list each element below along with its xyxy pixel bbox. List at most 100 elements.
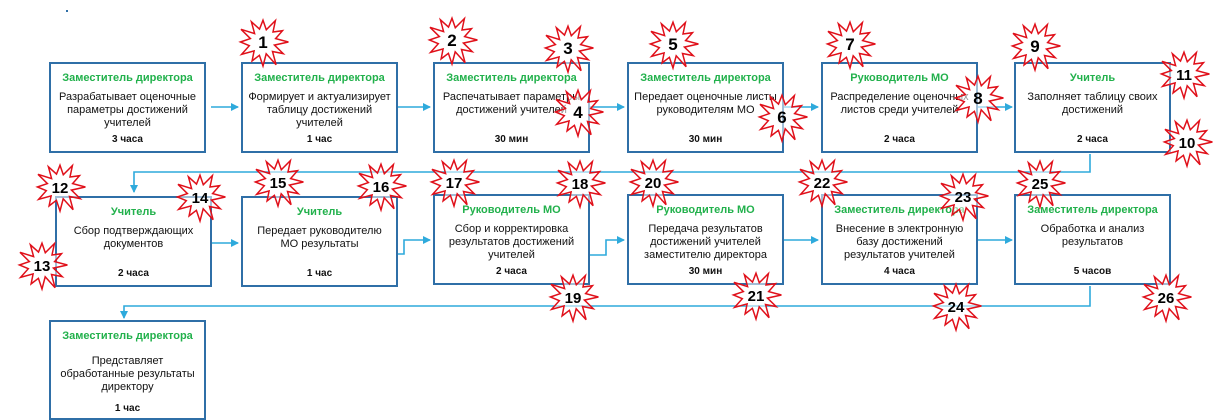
step-role: Заместитель директора [834, 204, 965, 216]
step-marker-number: 5 [668, 35, 677, 54]
step-box: Заместитель директора Формирует и актуал… [241, 62, 398, 153]
step-marker-number: 15 [270, 175, 287, 192]
burst-shape [1015, 159, 1066, 210]
arrow-8-9 [398, 236, 431, 255]
step-time: 2 часа [118, 268, 149, 279]
step-time: 30 мин [494, 134, 529, 145]
burst-shape [253, 158, 304, 209]
burst-shape [797, 158, 848, 209]
step-text: Заполняет таблицу своих достижений [1027, 91, 1158, 116]
step-marker-number: 4 [573, 103, 583, 122]
step-text: Сбор и корректировка результатов достиже… [448, 223, 575, 261]
step-marker-burst: 9 [1010, 22, 1061, 73]
step-marker-burst: 19 [548, 273, 599, 324]
step-role: Учитель [296, 206, 343, 218]
step-marker-number: 8 [973, 89, 982, 108]
step-marker-number: 19 [565, 290, 582, 307]
burst-shape [555, 159, 606, 210]
step-text: Сбор подтверждающих документов [73, 225, 194, 250]
step-time: 2 часа [1077, 134, 1108, 145]
step-text: Передача результатов достижений учителей… [644, 223, 767, 261]
arrow-9-10 [590, 236, 625, 256]
step-marker-number: 7 [845, 35, 854, 54]
burst-shape [938, 172, 989, 223]
step-marker-burst: 6 [757, 93, 808, 144]
step-marker-burst: 7 [825, 20, 876, 71]
burst-shape [1159, 50, 1210, 101]
step-role: Заместитель директора [1027, 204, 1158, 216]
step-marker-burst: 14 [175, 173, 226, 224]
step-marker-number: 13 [34, 258, 51, 275]
burst-shape [1010, 22, 1061, 73]
step-box: Заместитель директора Внесение в электро… [821, 194, 978, 285]
step-text: Распечатывает параметры достижений учите… [442, 91, 581, 116]
step-marker-burst: 25 [1015, 159, 1066, 210]
step-role: Учитель [110, 206, 157, 218]
step-box: Заместитель директора Передает оценочные… [627, 62, 784, 153]
step-marker-burst: 2 [427, 16, 478, 67]
step-time: 2 часа [496, 266, 527, 277]
step-role: Заместитель директора [62, 330, 193, 342]
step-marker-number: 20 [645, 175, 662, 192]
step-time: 4 часа [884, 266, 915, 277]
step-marker-burst: 22 [797, 158, 848, 209]
step-box: Руководитель МО Передача результатов дос… [627, 194, 784, 285]
burst-shape [757, 93, 808, 144]
step-marker-number: 11 [1176, 67, 1192, 84]
step-marker-number: 21 [748, 288, 765, 305]
step-marker-burst: 26 [1141, 273, 1192, 324]
step-role: Руководитель МО [462, 204, 561, 216]
step-marker-burst: 11 [1159, 50, 1210, 101]
step-marker-number: 22 [814, 175, 831, 192]
step-marker-number: 23 [955, 189, 972, 206]
step-role: Заместитель директора [62, 72, 193, 84]
step-marker-number: 14 [192, 190, 209, 207]
step-box: Руководитель МО Распределение оценочных … [821, 62, 978, 153]
burst-shape [427, 16, 478, 67]
step-marker-burst: 16 [356, 162, 407, 213]
step-marker-burst: 20 [628, 158, 679, 209]
step-box: Учитель Передает руководителю МО результ… [241, 196, 398, 287]
arrow-6-7 [130, 154, 1091, 193]
step-text: Внесение в электронную базу достижений р… [835, 223, 964, 261]
step-marker-number: 9 [1030, 37, 1039, 56]
burst-shape [429, 158, 480, 209]
burst-shape [548, 273, 599, 324]
step-marker-number: 26 [1158, 290, 1175, 307]
step-time: 2 часа [884, 134, 915, 145]
step-marker-burst: 24 [931, 282, 982, 333]
burst-shape [628, 158, 679, 209]
step-time: 1 час [114, 403, 141, 414]
step-text: Распределение оценочных листов среди учи… [830, 91, 969, 116]
step-text: Обработка и анализ результатов [1040, 223, 1145, 248]
step-marker-number: 16 [373, 179, 390, 196]
step-marker-burst: 4 [553, 88, 604, 139]
step-marker-burst: 15 [253, 158, 304, 209]
step-marker-number: 6 [777, 108, 786, 127]
step-box: Заместитель директора Обработка и анализ… [1014, 194, 1171, 285]
step-time: 1 час [306, 134, 333, 145]
step-marker-burst: 17 [429, 158, 480, 209]
step-role: Руководитель МО [850, 72, 949, 84]
burst-shape [17, 241, 68, 292]
step-marker-burst: 8 [953, 74, 1004, 125]
step-marker-burst: 12 [35, 163, 86, 214]
burst-shape [1162, 118, 1213, 169]
burst-shape [1141, 273, 1192, 324]
step-role: Руководитель МО [656, 204, 755, 216]
step-marker-burst: 23 [938, 172, 989, 223]
step-time: 5 часов [1073, 266, 1112, 277]
step-marker-number: 2 [447, 31, 456, 50]
burst-shape [543, 24, 594, 75]
step-box: Заместитель директора Разрабатывает оцен… [49, 62, 206, 153]
step-time: 30 мин [688, 134, 723, 145]
step-text: Представляет обработанные результаты дир… [60, 355, 195, 393]
burst-shape [356, 162, 407, 213]
step-marker-number: 18 [572, 176, 589, 193]
step-role: Учитель [1069, 72, 1116, 84]
step-role: Заместитель директора [640, 72, 771, 84]
step-marker-number: 10 [1179, 135, 1196, 152]
step-marker-burst: 5 [648, 20, 699, 71]
